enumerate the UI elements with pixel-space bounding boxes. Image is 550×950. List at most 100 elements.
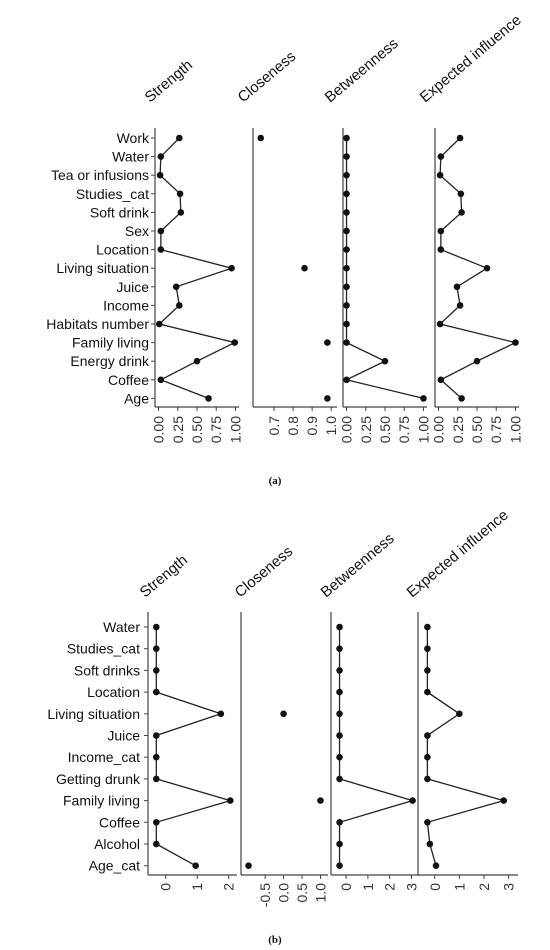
x-tick-label: 0.50 — [189, 416, 205, 443]
point-expected-influence-soft-drinks — [424, 667, 431, 674]
point-betweenness-living-situation — [343, 264, 350, 272]
point-expected-influence-water — [437, 153, 445, 160]
point-expected-influence-studies-cat — [457, 190, 465, 198]
point-expected-influence-location — [424, 688, 431, 696]
point-betweenness-family-living — [409, 797, 416, 804]
point-strength-juice — [172, 283, 180, 291]
point-closeness-living-situation — [280, 710, 287, 718]
column-title-closeness: Closeness — [235, 48, 300, 106]
x-tick-label: 0.00 — [151, 416, 167, 443]
x-tick-label: 1 — [189, 883, 205, 891]
point-strength-water — [157, 153, 165, 160]
point-expected-influence-location — [437, 246, 445, 253]
row-label-sex: Sex — [125, 223, 149, 239]
row-label-coffee: Coffee — [108, 372, 149, 388]
row-label-studies-cat: Studies_cat — [76, 186, 149, 202]
point-closeness-family-living — [324, 339, 331, 346]
x-tick-label: 0 — [427, 883, 443, 891]
row-label-family-living: Family living — [63, 793, 140, 809]
x-tick-label: 1.00 — [415, 416, 431, 443]
point-betweenness-coffee — [343, 376, 350, 384]
point-strength-age-cat — [192, 862, 199, 869]
point-strength-family-living — [231, 339, 238, 346]
point-betweenness-age-cat — [336, 862, 343, 869]
point-betweenness-alcohol — [336, 840, 343, 848]
row-label-alcohol: Alcohol — [94, 836, 140, 852]
x-tick-label: 0.75 — [208, 416, 224, 443]
point-expected-influence-juice — [424, 732, 431, 739]
point-strength-income-cat — [152, 753, 160, 761]
x-tick-label: 0.50 — [469, 416, 485, 443]
point-strength-studies-cat — [152, 645, 160, 652]
x-tick-label: 1.0 — [312, 883, 328, 903]
x-tick-label: 0.50 — [377, 416, 393, 443]
panel-caption: (b) — [268, 934, 282, 946]
point-expected-influence-living-situation — [456, 710, 463, 718]
point-strength-location — [157, 246, 165, 253]
row-label-soft-drinks: Soft drinks — [74, 662, 140, 678]
x-tick-label: 0.25 — [358, 416, 374, 443]
point-expected-influence-family-living — [512, 339, 519, 346]
row-label-living-situation: Living situation — [56, 260, 149, 276]
point-strength-age — [205, 395, 212, 402]
point-closeness-living-situation — [301, 264, 308, 272]
column-title-strength: Strength — [142, 57, 196, 106]
point-closeness-age — [324, 395, 331, 402]
point-betweenness-coffee — [336, 819, 343, 826]
point-betweenness-living-situation — [336, 710, 343, 718]
x-tick-label: 0.25 — [170, 416, 186, 443]
row-label-water: Water — [103, 619, 140, 635]
x-tick-label: 1.00 — [507, 416, 523, 443]
point-betweenness-family-living — [343, 339, 350, 346]
row-label-income-cat: Income_cat — [68, 749, 140, 765]
x-tick-label: 1.00 — [227, 416, 243, 443]
x-tick-label: 1 — [360, 883, 376, 891]
row-label-coffee: Coffee — [99, 814, 140, 830]
x-tick-label: 2 — [221, 883, 237, 891]
x-tick-label: -0.5 — [257, 883, 273, 907]
point-strength-juice — [152, 732, 160, 739]
point-betweenness-energy-drink — [381, 357, 389, 365]
point-strength-soft-drink — [177, 209, 185, 216]
series-line-betweenness — [338, 627, 415, 866]
point-strength-getting-drunk — [152, 775, 160, 783]
point-closeness-age-cat — [245, 862, 252, 869]
point-strength-tea-or-infusions — [156, 171, 164, 179]
point-betweenness-juice — [336, 732, 343, 739]
x-tick-label: 0.9 — [304, 416, 320, 436]
series-line-expected-influence — [426, 627, 507, 866]
series-line-strength — [155, 627, 233, 867]
point-expected-influence-studies-cat — [424, 645, 431, 652]
point-strength-energy-drink — [193, 357, 201, 365]
row-label-habitats-number: Habitats number — [46, 316, 149, 332]
x-tick-label: 1 — [451, 883, 467, 891]
point-betweenness-habitats-number — [343, 320, 350, 328]
column-title-expected-influence: Expected influence — [417, 12, 525, 107]
x-tick-label: 0.25 — [450, 416, 466, 443]
x-tick-label: 2 — [382, 883, 398, 891]
point-betweenness-soft-drinks — [336, 667, 343, 674]
x-tick-label: 0 — [338, 883, 354, 891]
point-strength-living-situation — [217, 710, 225, 718]
point-strength-family-living — [226, 797, 234, 804]
point-strength-habitats-number — [156, 320, 163, 328]
row-label-work: Work — [117, 130, 150, 146]
point-expected-influence-sex — [437, 227, 445, 235]
point-expected-influence-habitats-number — [436, 320, 444, 328]
point-expected-influence-tea-or-infusions — [436, 171, 444, 179]
point-betweenness-water — [336, 623, 343, 631]
panel-caption: (a) — [269, 475, 282, 487]
point-betweenness-income — [343, 302, 350, 309]
column-title-closeness: Closeness — [232, 543, 297, 601]
x-tick-label: 2 — [476, 883, 492, 891]
point-expected-influence-getting-drunk — [424, 775, 431, 783]
column-title-strength: Strength — [137, 552, 191, 601]
column-title-betweenness: Betweenness — [322, 35, 402, 106]
column-title-expected-influence: Expected influence — [404, 507, 512, 602]
point-betweenness-getting-drunk — [336, 775, 343, 783]
